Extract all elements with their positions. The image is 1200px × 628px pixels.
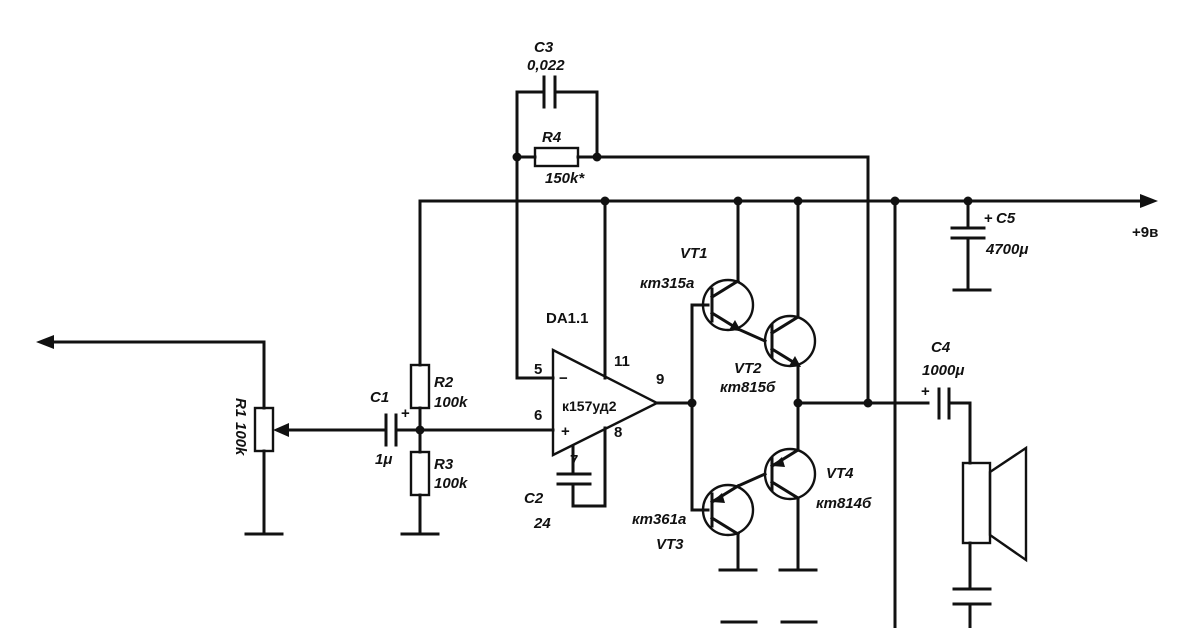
vt1-to-vt2-wire [736, 327, 767, 343]
opamp-plus-sign: + [561, 423, 570, 440]
vt2-collector [769, 314, 801, 336]
c5-label: C5 [996, 210, 1016, 227]
opamp-pin6: 6 [534, 407, 542, 424]
r2-label: R2 [434, 374, 454, 391]
opamp-name: DA1.1 [546, 310, 589, 327]
vt4-label: VT4 [826, 465, 854, 482]
c3-label: C3 [534, 39, 554, 56]
vt3-emitter-arrow-icon [712, 493, 725, 503]
junction [600, 196, 610, 206]
speaker-coil [961, 461, 992, 545]
vt3-collector [709, 515, 741, 537]
vt3-to-vt4-wire [736, 472, 767, 488]
r1-label: R1 [232, 398, 249, 417]
vt1-transistor [701, 278, 755, 332]
opamp-minus-sign: − [559, 370, 568, 387]
opamp-pin9: 9 [656, 371, 664, 388]
junction [890, 196, 900, 206]
r4-label: R4 [542, 129, 562, 146]
c1-value: 1μ [375, 451, 392, 468]
vt1-label: VT1 [680, 245, 708, 262]
vt3-transistor [701, 483, 755, 537]
r1-value: 100k [232, 422, 249, 456]
junction [793, 398, 803, 408]
vt4-type: кт814б [816, 495, 872, 512]
junction [415, 425, 425, 435]
c4-label: C4 [931, 339, 951, 356]
vt2-label: VT2 [734, 360, 762, 377]
r2-value: 100k [434, 394, 468, 411]
junction [793, 196, 803, 206]
c5-value: 4700μ [985, 241, 1028, 258]
vt1-collector [709, 278, 741, 300]
c5-polarity: + [984, 210, 993, 227]
r4-resistor [533, 146, 580, 168]
signal-out-arrow-icon [36, 335, 54, 349]
r4-value: 150k* [545, 170, 585, 187]
opamp-pin5: 5 [534, 361, 542, 378]
c1-polarity: + [401, 405, 410, 422]
supply-label: +9в [1132, 224, 1158, 241]
opamp-pin8: 8 [614, 424, 622, 441]
vt1-type: кт315а [640, 275, 694, 292]
r1-potentiometer [253, 406, 275, 453]
r3-label: R3 [434, 456, 454, 473]
opamp-type: к157уд2 [562, 398, 617, 414]
c2-label: C2 [524, 490, 544, 507]
vt2-type: кт815б [720, 379, 776, 396]
vt4-collector [769, 479, 801, 501]
supply-arrow-icon [1140, 194, 1158, 208]
vt4-emitter-arrow-icon [772, 457, 785, 467]
c4-value: 1000μ [922, 362, 964, 379]
junction [592, 152, 602, 162]
c2-value: 24 [533, 515, 551, 532]
r2-resistor [409, 363, 431, 410]
opamp-pin11: 11 [614, 353, 630, 370]
vt3-type: кт361а [632, 511, 686, 528]
speaker-icon [988, 445, 1028, 563]
r3-value: 100k [434, 475, 468, 492]
wiper-arrow-icon [273, 423, 289, 437]
junction [512, 152, 522, 162]
junction [733, 196, 743, 206]
c1-label: C1 [370, 389, 389, 406]
vt3-label: VT3 [656, 536, 684, 553]
c3-value: 0,022 [527, 57, 565, 74]
c4-polarity: + [921, 383, 930, 400]
junction [863, 398, 873, 408]
r3-resistor [409, 450, 431, 497]
